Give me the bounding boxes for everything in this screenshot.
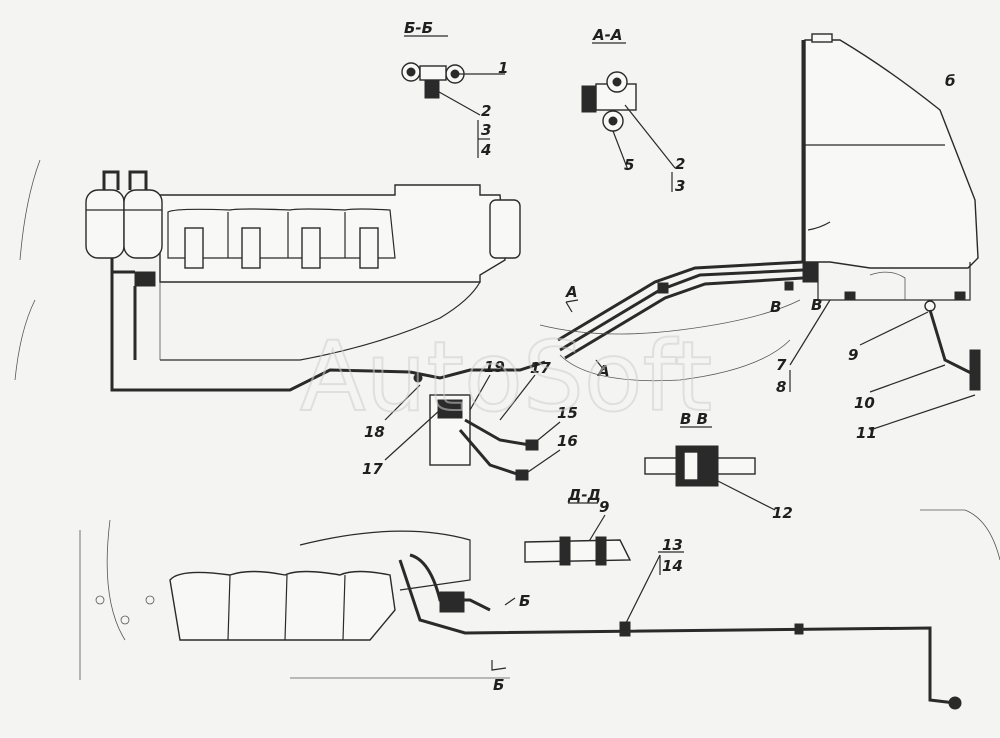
- callout-14: 14: [662, 557, 683, 575]
- fuel-line-upper: [110, 258, 818, 392]
- section-aa-view: А-А 5 2 3: [581, 26, 685, 195]
- view-marker-b-lower-2: Б: [493, 676, 504, 694]
- fuel-tank: б: [801, 33, 979, 301]
- filter-left: [85, 189, 125, 259]
- callout-7: 7: [776, 356, 787, 374]
- callout-18: 18: [364, 423, 385, 441]
- section-bb-view: Б-Б 1 2 3 4: [401, 19, 508, 159]
- callout-19: 19: [484, 358, 505, 376]
- callout-13: 13: [662, 536, 683, 554]
- callout-4: 4: [480, 141, 491, 159]
- view-marker-b-top-right: б: [945, 72, 955, 90]
- watermark-text: AutoSoft: [300, 321, 712, 433]
- section-aa-title: А-А: [592, 26, 622, 44]
- view-marker-a-upper: А: [565, 283, 578, 301]
- pipe-lower-main: [398, 559, 956, 705]
- callout-17a: 17: [362, 460, 383, 478]
- callout-11: 11: [856, 424, 877, 442]
- callout-2-aa: 2: [675, 155, 685, 173]
- tank-body: [804, 39, 979, 269]
- callout-8: 8: [776, 378, 786, 396]
- section-dd-title: Д-Д: [567, 486, 601, 504]
- engine-lower: [79, 519, 471, 680]
- filter-right: [123, 189, 163, 259]
- pipe-main-supply: [110, 258, 411, 392]
- callout-3-bb: 3: [481, 121, 491, 139]
- callout-2-bb: 2: [481, 102, 491, 120]
- fuel-pump-node: [409, 360, 546, 481]
- callout-9-dd: 9: [599, 498, 609, 516]
- engine-block-lower: [169, 570, 396, 641]
- callout-17b: 17: [530, 359, 551, 377]
- callouts-lower: 13 14 Б Б: [491, 536, 684, 694]
- section-dd-view: Д-Д 9: [524, 486, 632, 566]
- callout-1: 1: [498, 59, 508, 77]
- callout-9: 9: [848, 346, 858, 364]
- clamp-dd: [524, 539, 632, 563]
- view-marker-v-right: В: [811, 296, 822, 314]
- callout-16: 16: [557, 432, 578, 450]
- view-marker-b-lower-1: Б: [519, 592, 530, 610]
- engine-upper: [14, 159, 521, 381]
- section-vv-title: В В: [680, 410, 708, 428]
- fuel-line-lower: [290, 509, 1000, 710]
- callout-12: 12: [772, 504, 793, 522]
- view-marker-v-left: В: [770, 298, 781, 316]
- drain-line: [924, 300, 981, 391]
- engine-block-upper: [159, 184, 506, 283]
- section-bb-title: Б-Б: [404, 19, 433, 37]
- callout-3-aa: 3: [675, 177, 685, 195]
- callouts-upper: 18 17 19 17 15 16 7 8 9 10 11 А А В В: [362, 283, 976, 478]
- callout-15: 15: [557, 404, 578, 422]
- callout-10: 10: [854, 394, 875, 412]
- fuel-filters: [85, 170, 163, 287]
- section-vv-view: В В 12: [644, 410, 793, 522]
- view-marker-a-lower: А: [597, 362, 610, 380]
- callout-5: 5: [624, 156, 634, 174]
